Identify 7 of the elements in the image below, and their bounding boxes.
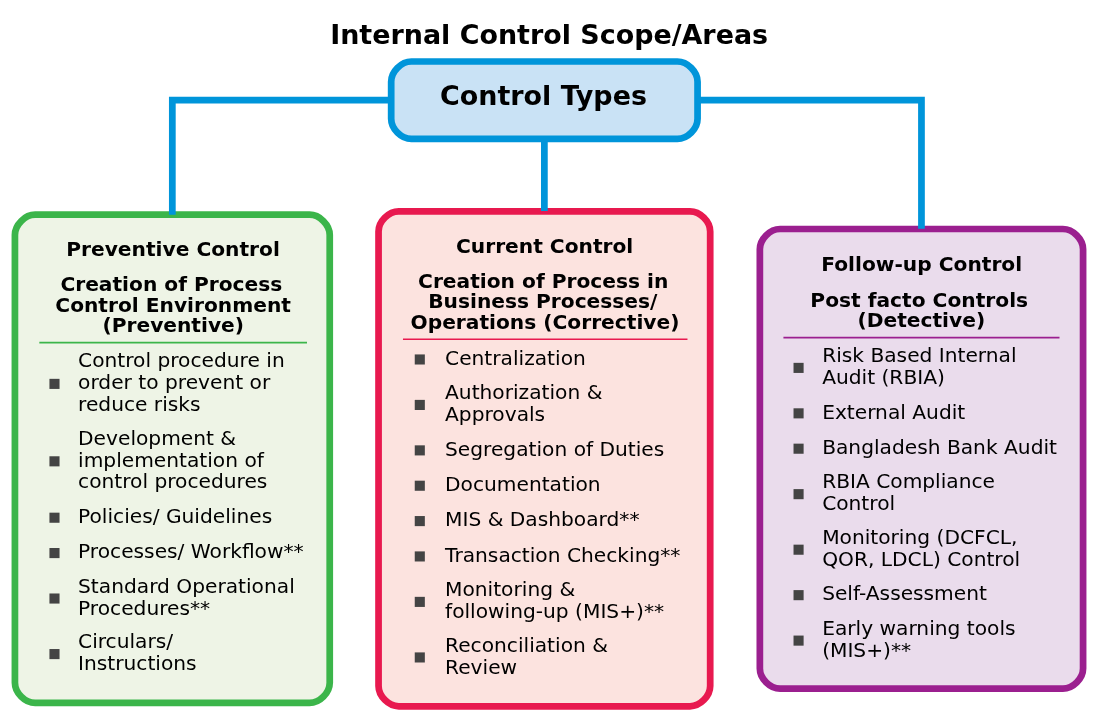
node-box: Follow-up Control Post facto Controls (Detective) Risk Based Internal Audit (RBIA) External Audit Bangladesh Bank Audit RBIA Compliance Control Monitoring (DCFCL, QOR, LDCL) Control Self-Assessment Early warning tools (MIS+)** [756, 225, 1087, 692]
diagram-title: Internal Control Scope/Areas [330, 18, 769, 50]
node-box: Current Control Creation of Process in Business Processes/ Operations (Corrective) Centralization Authorization & Approvals Segregation of Duties Documentation MIS & Dashboard** Transaction Checking** Monitoring & following-up (MIS+)** Reconciliation & Review [375, 207, 714, 710]
connector [697, 96, 925, 229]
node-box: Preventive Control Creation of Process Control Environment (Preventive) Control procedure in order to prevent or reduce risks Development & implementation of control procedures Policies/ Guidelines Processes/ Workflow** Standard Operational Procedures** Circulars/ Instructions [11, 210, 334, 706]
connector [168, 96, 391, 215]
node-box: Control Types [387, 57, 701, 142]
